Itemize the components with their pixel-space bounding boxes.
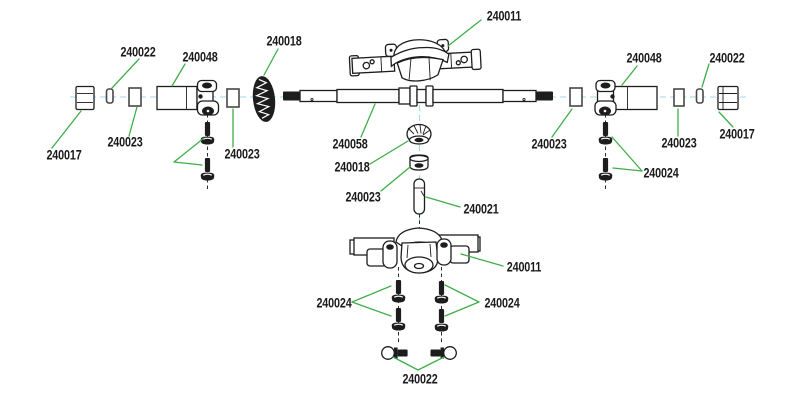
mounting-screws-bottom-left-drawing <box>391 279 406 332</box>
ball-stud-right-drawing <box>430 346 457 360</box>
pin-left-drawing <box>105 88 114 104</box>
link-pin-drawing <box>413 178 426 215</box>
assembly-dashed-lines <box>207 114 606 344</box>
kingpin-screws-left-drawing <box>200 121 215 182</box>
bushing-left-inner-drawing <box>226 88 240 108</box>
ball-stud-left-drawing <box>381 346 408 360</box>
bushing-right-inner-drawing <box>569 87 583 107</box>
bushing-right-outer-drawing <box>673 88 685 107</box>
hex-nut-right-drawing <box>717 85 739 111</box>
bushing-left-outer-drawing <box>128 87 142 107</box>
steering-knuckle-left-drawing <box>156 79 220 116</box>
hex-nut-left-drawing <box>75 85 95 111</box>
axle-housing-bottom-drawing <box>349 227 481 274</box>
steering-knuckle-right-drawing <box>594 79 658 116</box>
crown-gear-drawing <box>252 76 276 122</box>
axle-housing-top-drawing <box>348 38 482 82</box>
pin-right-drawing <box>695 88 704 104</box>
axle-shaft-drawing <box>283 85 553 107</box>
kingpin-screws-right-drawing <box>598 121 613 182</box>
pivot-cup-drawing <box>409 154 429 171</box>
bevel-pinion-gear-drawing <box>406 123 432 145</box>
